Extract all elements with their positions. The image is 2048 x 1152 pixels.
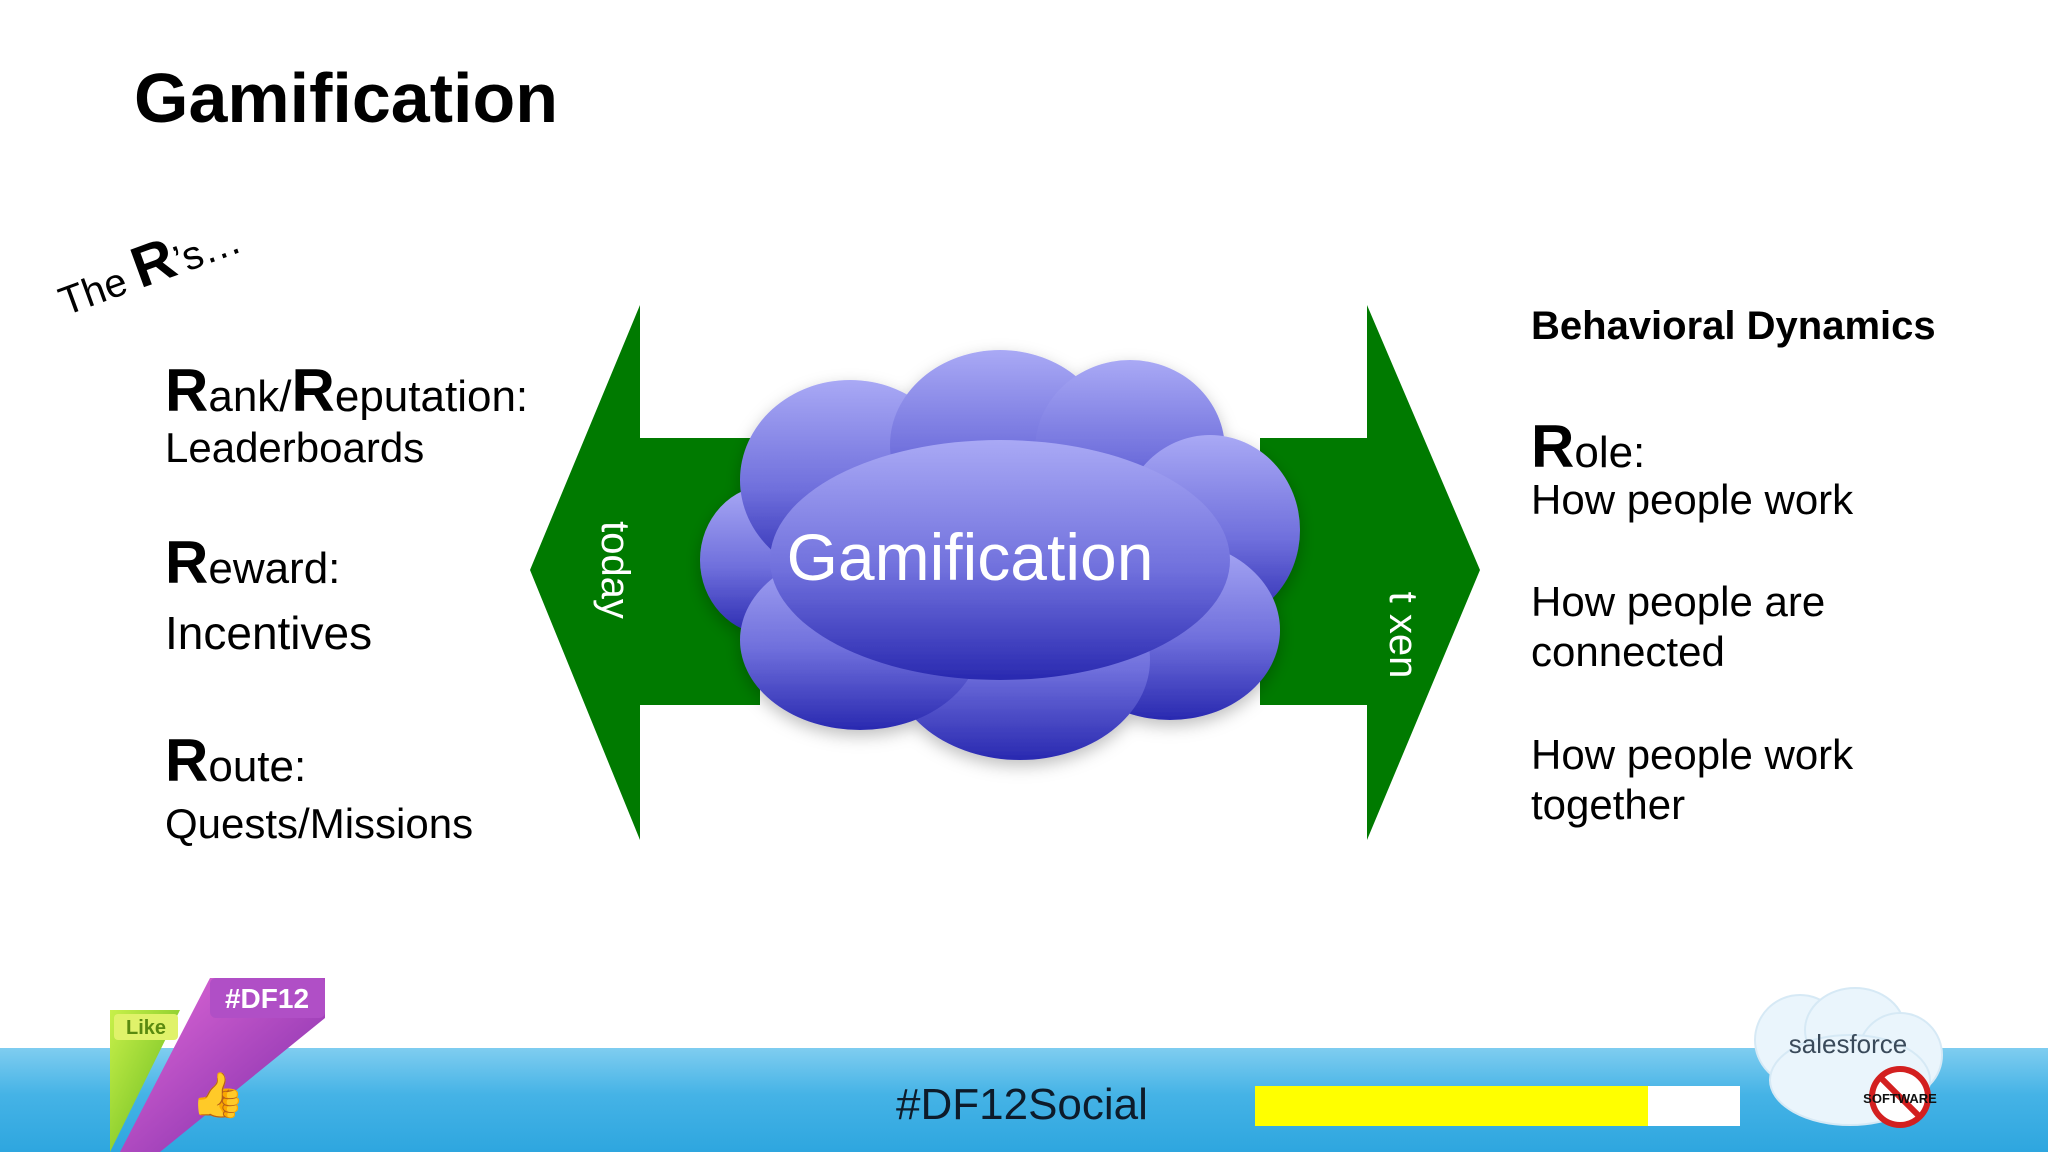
role-cap: R [1531,413,1575,480]
thumbs-up-icon: 👍 [191,1070,246,1120]
footer-hashtag: #DF12Social [896,1080,1148,1129]
quests-missions-text: Quests/Missions [165,800,474,847]
reputation-text: eputation: [334,372,529,421]
reward-heading: Reward: [165,528,340,597]
gamification-diagram: Gamification today t xen [530,305,1480,840]
role-text: ole: [1574,428,1646,477]
the-rs-label: The R’s… [47,201,249,329]
reputation-cap: R [291,357,335,424]
slide-title: Gamification [134,59,558,137]
right-item-how-people-work-2: How people work [1531,731,1854,778]
next-label: t xen [1381,592,1425,679]
progress-bar [1255,1086,1740,1126]
right-item-how-people-work: How people work [1531,476,1854,523]
rank-reputation-heading: Rank/Reputation: [165,356,528,425]
leaderboards-text: Leaderboards [165,424,425,471]
right-item-connected: connected [1531,628,1725,675]
rank-cap: R [165,357,209,424]
route-heading: Route: [165,726,306,795]
salesforce-logo: salesforce SOFTWARE [1754,987,1943,1128]
cloud-label: Gamification [787,520,1154,594]
right-arrow [1260,305,1480,840]
rank-text: ank/ [208,372,292,421]
no-software-icon: SOFTWARE [1863,1066,1937,1128]
progress-bar-fill [1255,1086,1648,1126]
salesforce-logo-text: salesforce [1789,1029,1908,1059]
the-rs-prefix: The [53,255,144,325]
df12-logo-like: Like [126,1017,166,1039]
reward-cap: R [165,529,209,596]
no-software-badge-text: SOFTWARE [1863,1091,1937,1106]
incentives-text: Incentives [165,607,373,659]
today-label: today [593,521,637,619]
cloud-shape [700,350,1300,760]
route-cap: R [165,727,209,794]
route-text: oute: [208,742,307,791]
reward-text: eward: [208,544,341,593]
right-item-together: together [1531,781,1686,828]
the-rs-suffix: ’s… [167,217,247,283]
df12-logo-tag: #DF12 [225,983,309,1014]
right-item-how-people-are: How people are [1531,578,1826,625]
behavioral-dynamics-title: Behavioral Dynamics [1531,304,1936,348]
left-arrow [530,305,760,840]
role-heading: Role: [1531,412,1645,481]
df12-logo: #DF12 Like 👍 [110,978,325,1152]
